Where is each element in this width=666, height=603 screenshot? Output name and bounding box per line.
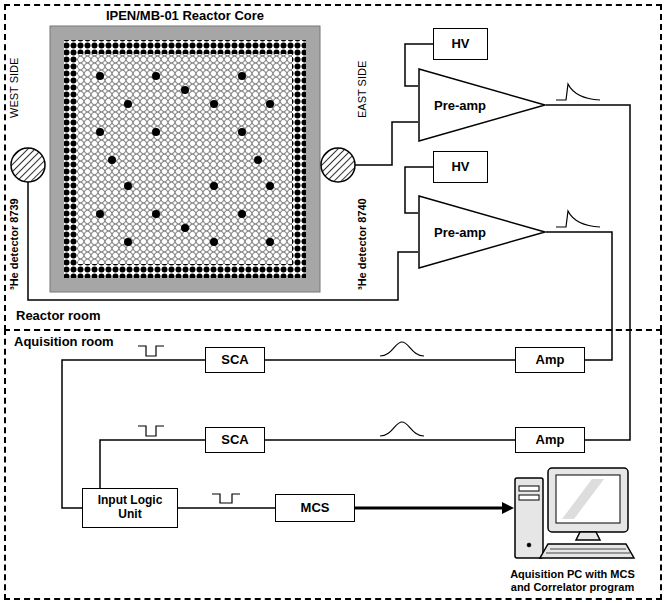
control-rod xyxy=(266,100,274,108)
control-rod xyxy=(152,128,160,136)
preamp-outline xyxy=(419,69,545,141)
monitor xyxy=(548,468,628,532)
control-rod xyxy=(266,238,274,246)
preamp-outline xyxy=(419,196,545,268)
power-supply-box: HV xyxy=(433,28,488,60)
node-label: ³He detector 8739 xyxy=(8,198,21,290)
gaussian-pulse xyxy=(380,422,424,436)
node-label: MCS xyxy=(301,501,330,516)
detector-circle xyxy=(321,148,355,182)
sca-box: SCA xyxy=(205,347,265,373)
sca-box: SCA xyxy=(205,427,265,453)
logic-unit-box: Input Logic Unit xyxy=(82,488,178,528)
screen xyxy=(556,475,620,523)
keyboard xyxy=(540,544,634,558)
amplifier-box: Amp xyxy=(515,427,585,453)
signal-wire xyxy=(546,232,612,360)
node-label: Pre-amp xyxy=(434,225,486,240)
control-rod xyxy=(108,156,116,164)
control-rod xyxy=(266,182,274,190)
room-region: Reactor room IPEN/MB-01 Reactor Core ³He d… xyxy=(4,4,662,331)
logic-pulse xyxy=(138,426,164,436)
reactor-core-drawing xyxy=(50,26,320,292)
gaussian-pulse xyxy=(380,342,424,356)
logic-pulse xyxy=(212,494,240,503)
control-rod xyxy=(96,210,104,218)
he3-detector: ³He detector 8739 xyxy=(6,146,46,292)
control-rod xyxy=(210,182,218,190)
control-rod xyxy=(124,182,132,190)
control-rod-group xyxy=(96,72,274,246)
signal-wire xyxy=(265,359,515,361)
side-label: EAST SIDE xyxy=(356,61,369,118)
control-rod xyxy=(96,72,104,80)
power-supply-box: HV xyxy=(433,151,488,183)
preamp-triangle: Pre-amp xyxy=(418,195,546,269)
node-label: Aquisition PC with MCS and Correlator pr… xyxy=(503,568,643,594)
node-label: HV xyxy=(451,37,469,52)
node-label: Input Logic Unit xyxy=(94,494,166,522)
drive-bay xyxy=(519,486,539,491)
node-label: ³He detector 8740 xyxy=(356,198,369,290)
detector-symbol xyxy=(319,146,357,184)
control-rod xyxy=(210,238,218,246)
control-rod xyxy=(152,210,160,218)
mcs-box: MCS xyxy=(275,494,355,522)
detector-symbol xyxy=(9,146,47,184)
control-rod xyxy=(124,100,132,108)
core-tank xyxy=(50,26,320,292)
monitor-stand xyxy=(576,532,600,540)
control-rod xyxy=(254,156,262,164)
fuel-rod-ring xyxy=(64,40,306,278)
computer-icon xyxy=(515,468,634,558)
node-label: Amp xyxy=(536,353,565,368)
pulse-shapes xyxy=(138,84,600,503)
control-rod xyxy=(181,224,189,232)
node-label: SCA xyxy=(221,433,248,448)
pc-tower xyxy=(515,478,543,558)
screen-glare xyxy=(562,479,604,519)
node-label: Pre-amp xyxy=(434,98,486,113)
acquisition-pc: Aquisition PC with MCS and Correlator pr… xyxy=(500,462,645,596)
room-region: Aquisition roomSCAAmpSCAAmpInput Logic U… xyxy=(4,329,662,600)
signal-wire xyxy=(178,507,275,509)
signal-wire xyxy=(546,105,630,440)
control-rod xyxy=(96,128,104,136)
key-rows xyxy=(546,549,630,553)
node-label: SCA xyxy=(221,353,248,368)
room-label: Reactor room xyxy=(16,308,101,323)
signal-wire xyxy=(100,440,205,488)
core-lattice xyxy=(78,54,292,264)
computer-icon-area xyxy=(514,468,630,568)
drive-bay xyxy=(519,495,539,500)
signal-wire xyxy=(355,122,418,165)
node-label: IPEN/MB-01 Reactor Core xyxy=(106,8,264,23)
control-rod xyxy=(238,72,246,80)
amplifier-box: Amp xyxy=(515,347,585,373)
logic-pulse xyxy=(138,346,164,356)
control-rod xyxy=(238,128,246,136)
signal-wire xyxy=(28,182,418,300)
he3-detector: ³He detector 8740 xyxy=(320,146,372,292)
signal-wire xyxy=(62,360,205,508)
control-rod xyxy=(210,100,218,108)
node-label: HV xyxy=(451,160,469,175)
signal-wire xyxy=(355,507,508,510)
signal-wire xyxy=(265,439,515,441)
room-label: Aquisition room xyxy=(14,334,114,349)
power-button xyxy=(527,543,531,547)
detector-circle xyxy=(11,148,45,182)
control-rod xyxy=(152,72,160,80)
node-label: Amp xyxy=(536,433,565,448)
tail-pulse xyxy=(556,84,600,100)
side-label: WEST SIDE xyxy=(8,58,21,118)
preamp-triangle: Pre-amp xyxy=(418,68,546,142)
control-rod xyxy=(124,238,132,246)
control-rod xyxy=(181,86,189,94)
reactor-core: IPEN/MB-01 Reactor Core xyxy=(50,6,320,292)
tail-pulse xyxy=(556,211,600,227)
control-rod xyxy=(238,210,246,218)
